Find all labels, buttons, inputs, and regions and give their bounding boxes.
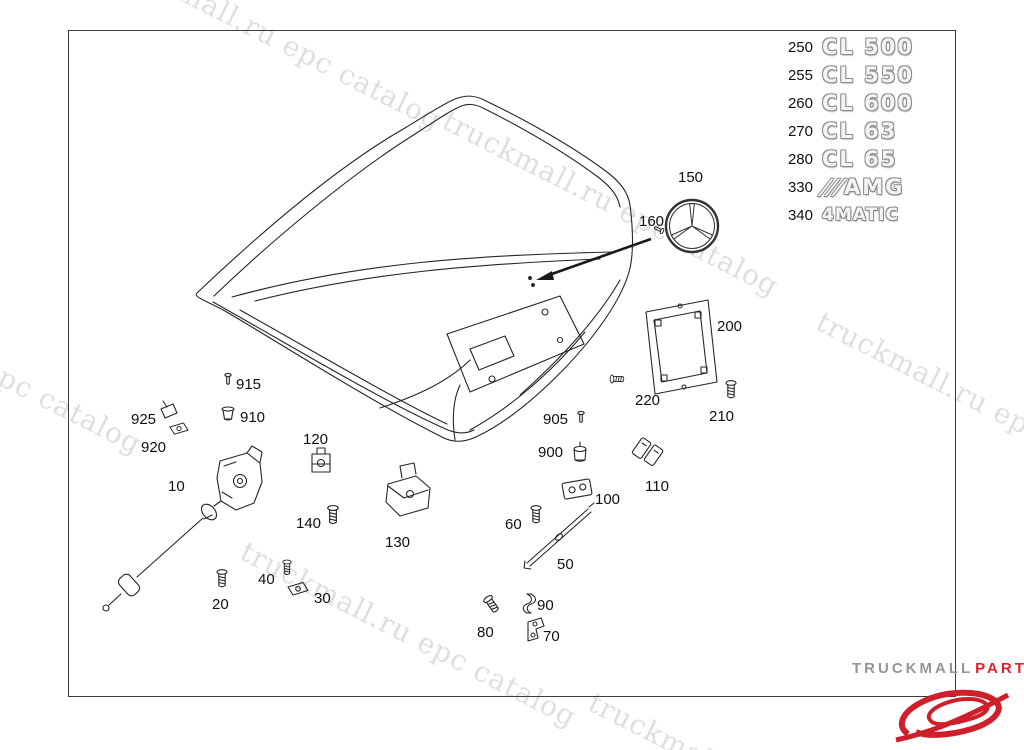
badge-row-250: 250 CL 500 bbox=[783, 33, 914, 61]
diagram-frame bbox=[68, 30, 956, 697]
model-emblem: 4MATIC bbox=[822, 205, 899, 225]
part-callout-90: 90 bbox=[537, 597, 554, 614]
part-callout-40: 40 bbox=[258, 571, 275, 588]
part-callout-910: 910 bbox=[240, 409, 266, 426]
part-callout-220: 220 bbox=[635, 392, 661, 409]
part-callout-120: 120 bbox=[303, 431, 329, 448]
part-callout-160: 160 bbox=[639, 213, 665, 230]
part-callout-100: 100 bbox=[595, 491, 621, 508]
badge-row-260: 260 CL 600 bbox=[783, 89, 914, 117]
part-callout-900: 900 bbox=[538, 444, 564, 461]
amg-slashes-icon: /// bbox=[816, 175, 848, 199]
model-emblem: ///AMG bbox=[816, 175, 905, 199]
part-callout-925: 925 bbox=[131, 411, 157, 428]
logo-name: TRUCKMALL bbox=[852, 660, 974, 677]
part-callout-905: 905 bbox=[543, 411, 569, 428]
badge-row-280: 280 CL 65 bbox=[783, 145, 914, 173]
part-callout-150: 150 bbox=[678, 169, 704, 186]
model-emblem: CL 550 bbox=[822, 63, 914, 87]
part-callout-60: 60 bbox=[505, 516, 522, 533]
badge-code: 330 bbox=[787, 178, 813, 196]
logo-text: TRUCKMALLPARTS bbox=[852, 660, 1024, 677]
model-emblem: CL 500 bbox=[822, 35, 914, 59]
badge-row-340: 340 4MATIC bbox=[783, 201, 914, 229]
part-callout-915: 915 bbox=[236, 376, 262, 393]
badge-row-255: 255 CL 550 bbox=[783, 61, 914, 89]
part-callout-210: 210 bbox=[709, 408, 735, 425]
part-callout-70: 70 bbox=[543, 628, 560, 645]
part-callout-130: 130 bbox=[385, 534, 411, 551]
part-callout-80: 80 bbox=[477, 624, 494, 641]
badge-row-330: 330///AMG bbox=[783, 173, 914, 201]
truckmall-swoosh-icon bbox=[895, 689, 1010, 743]
badge-code: 280 bbox=[787, 150, 813, 168]
badge-code: 255 bbox=[787, 66, 813, 84]
model-emblem: CL 65 bbox=[822, 147, 898, 171]
badge-code: 270 bbox=[787, 122, 813, 140]
part-callout-50: 50 bbox=[557, 556, 574, 573]
part-callout-20: 20 bbox=[212, 596, 229, 613]
logo-accent: PARTS bbox=[975, 660, 1024, 677]
part-callout-140: 140 bbox=[296, 515, 322, 532]
badge-code: 260 bbox=[787, 94, 813, 112]
badge-row-270: 270 CL 63 bbox=[783, 117, 914, 145]
part-callout-110: 110 bbox=[645, 478, 669, 495]
part-callout-200: 200 bbox=[717, 318, 743, 335]
part-callout-10: 10 bbox=[168, 478, 185, 495]
part-callout-30: 30 bbox=[314, 590, 331, 607]
truckmall-logo: TRUCKMALLPARTS bbox=[852, 660, 1024, 750]
model-badge-list: 250 CL 500 255 CL 550 260 CL 600 270 CL 63 280 CL… bbox=[783, 33, 914, 229]
badge-code: 340 bbox=[787, 206, 813, 224]
badge-code: 250 bbox=[787, 38, 813, 56]
part-callout-920: 920 bbox=[141, 439, 167, 456]
model-emblem: CL 63 bbox=[822, 119, 898, 143]
model-emblem: CL 600 bbox=[822, 91, 914, 115]
